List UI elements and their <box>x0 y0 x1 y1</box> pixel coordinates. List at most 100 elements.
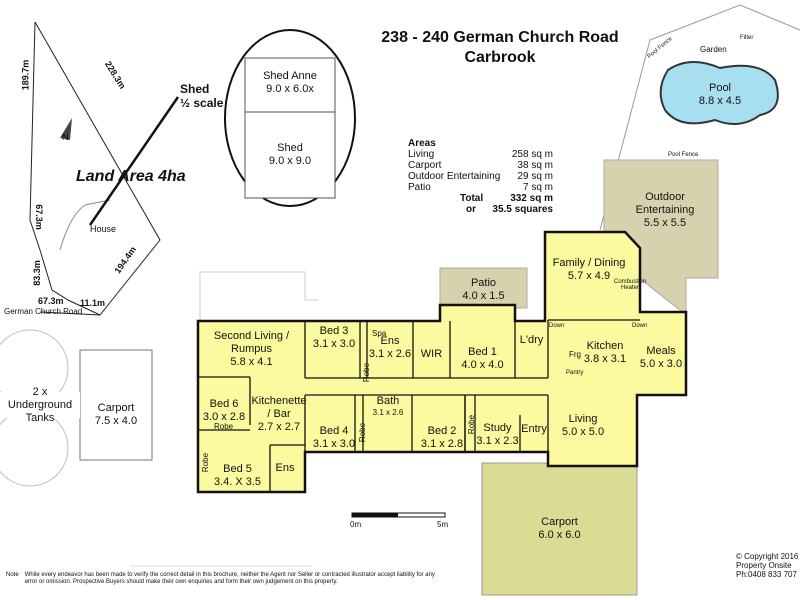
total-label: Total <box>460 193 484 204</box>
area-label: Outdoor Entertaining <box>408 171 501 182</box>
robe-label: Robe <box>214 422 234 431</box>
fridge-label: Frg <box>569 350 581 359</box>
room-name: Ens <box>380 335 400 347</box>
house-label: House <box>90 224 117 234</box>
dimension-label: 83.3m <box>31 260 42 286</box>
area-value: 29 sq m <box>517 171 553 182</box>
tanks-label: 2 x Underground Tanks <box>0 386 80 424</box>
copyright-company: Property Onsite <box>736 561 792 570</box>
pantry-label: Pantry <box>566 370 584 376</box>
room-size: 5.0 x 3.0 <box>639 358 683 370</box>
area-row: Patio 7 sq m <box>408 182 553 193</box>
area-row: Outdoor Entertaining 29 sq m <box>408 171 553 182</box>
room-entry: Entry <box>520 420 548 438</box>
room-name: Bed 5 <box>223 463 252 475</box>
shed-arrow <box>88 96 180 226</box>
shed-building <box>244 57 336 199</box>
room-size: 4.0 x 1.5 <box>462 290 505 302</box>
room-name: Shed Anne <box>263 70 317 82</box>
note-label: Note <box>6 572 19 578</box>
area-label: Carport <box>408 160 442 171</box>
shed-callout-label: Shed <box>180 82 210 96</box>
area-label: Patio <box>408 182 431 193</box>
room-ensuite-2: Ens <box>270 460 300 476</box>
room-size: 3.1 x 3.0 <box>312 338 356 350</box>
copyright-phone: Ph:0408 833 707 <box>736 570 797 579</box>
area-value: 38 sq m <box>517 160 553 171</box>
road-label: German Church Road <box>4 307 83 316</box>
room-name: Living <box>568 413 598 425</box>
room-size: 3.1 x 3.0 <box>312 438 356 450</box>
driveway <box>59 199 111 251</box>
dimension-label: 11.1m <box>80 298 106 308</box>
shed-outline <box>224 29 356 207</box>
room-name: Bed 1 <box>468 346 497 358</box>
area-squares: or 35.5 squares <box>408 204 553 215</box>
filter-label: Filter <box>740 35 754 41</box>
room-size: 5.7 x 4.9 <box>567 270 611 282</box>
room-name: Bath <box>376 395 400 407</box>
interior-walls <box>198 319 640 492</box>
areas-heading: Areas <box>408 138 436 149</box>
step-down-label: Down <box>549 323 565 329</box>
room-name: Meals <box>646 345 676 357</box>
carport-left <box>79 349 153 461</box>
dimension-label: 67.3m <box>33 204 44 230</box>
copyright: © Copyright 2016 Property Onsite Ph:0408… <box>736 552 798 579</box>
room-name: Entry <box>521 422 547 435</box>
area-row: Carport 38 sq m <box>408 160 553 171</box>
or-label: or <box>466 204 476 215</box>
room-size: 3.4. X 3.5 <box>213 476 262 488</box>
room-name: Kitchen <box>586 340 624 352</box>
squares-value: 35.5 squares <box>492 204 553 215</box>
pool <box>659 61 779 125</box>
room-name: Patio <box>470 277 497 289</box>
room-name: Carport <box>97 402 135 414</box>
room-size: 3.1 x 2.6 <box>368 348 412 360</box>
room-name: Study <box>483 422 512 434</box>
room-size: 3.0 x 2.8 <box>202 411 246 423</box>
robe-label: Robe <box>362 362 372 383</box>
title-suburb: Carbrook <box>464 49 536 66</box>
room-size: 3.1 x 2.8 <box>420 438 464 450</box>
heater-label: Combustion Heater <box>613 279 646 291</box>
site-boundary <box>29 21 161 316</box>
disclaimer: Note While every endeavor has been made … <box>6 572 446 586</box>
pool-fence <box>599 4 800 231</box>
room-name: Kitchenette / Bar <box>251 394 307 420</box>
copyright-line: © Copyright 2016 <box>736 552 799 561</box>
room-name: Second Living / Rumpus <box>213 329 290 355</box>
room-size: 9.0 x 6.0x <box>266 83 314 95</box>
area-label: Living <box>408 149 435 160</box>
room-size: 6.0 x 6.0 <box>538 529 581 541</box>
room-size: 5.8 x 4.1 <box>230 355 273 368</box>
room-size: 7.5 x 4.0 <box>94 415 138 427</box>
area-value: 7 sq m <box>522 182 553 193</box>
room-size: 3.1 x 2.3 <box>476 435 519 447</box>
room-laundry: L'dry <box>515 332 548 348</box>
title-address: 238 - 240 German Church Road <box>381 29 619 46</box>
